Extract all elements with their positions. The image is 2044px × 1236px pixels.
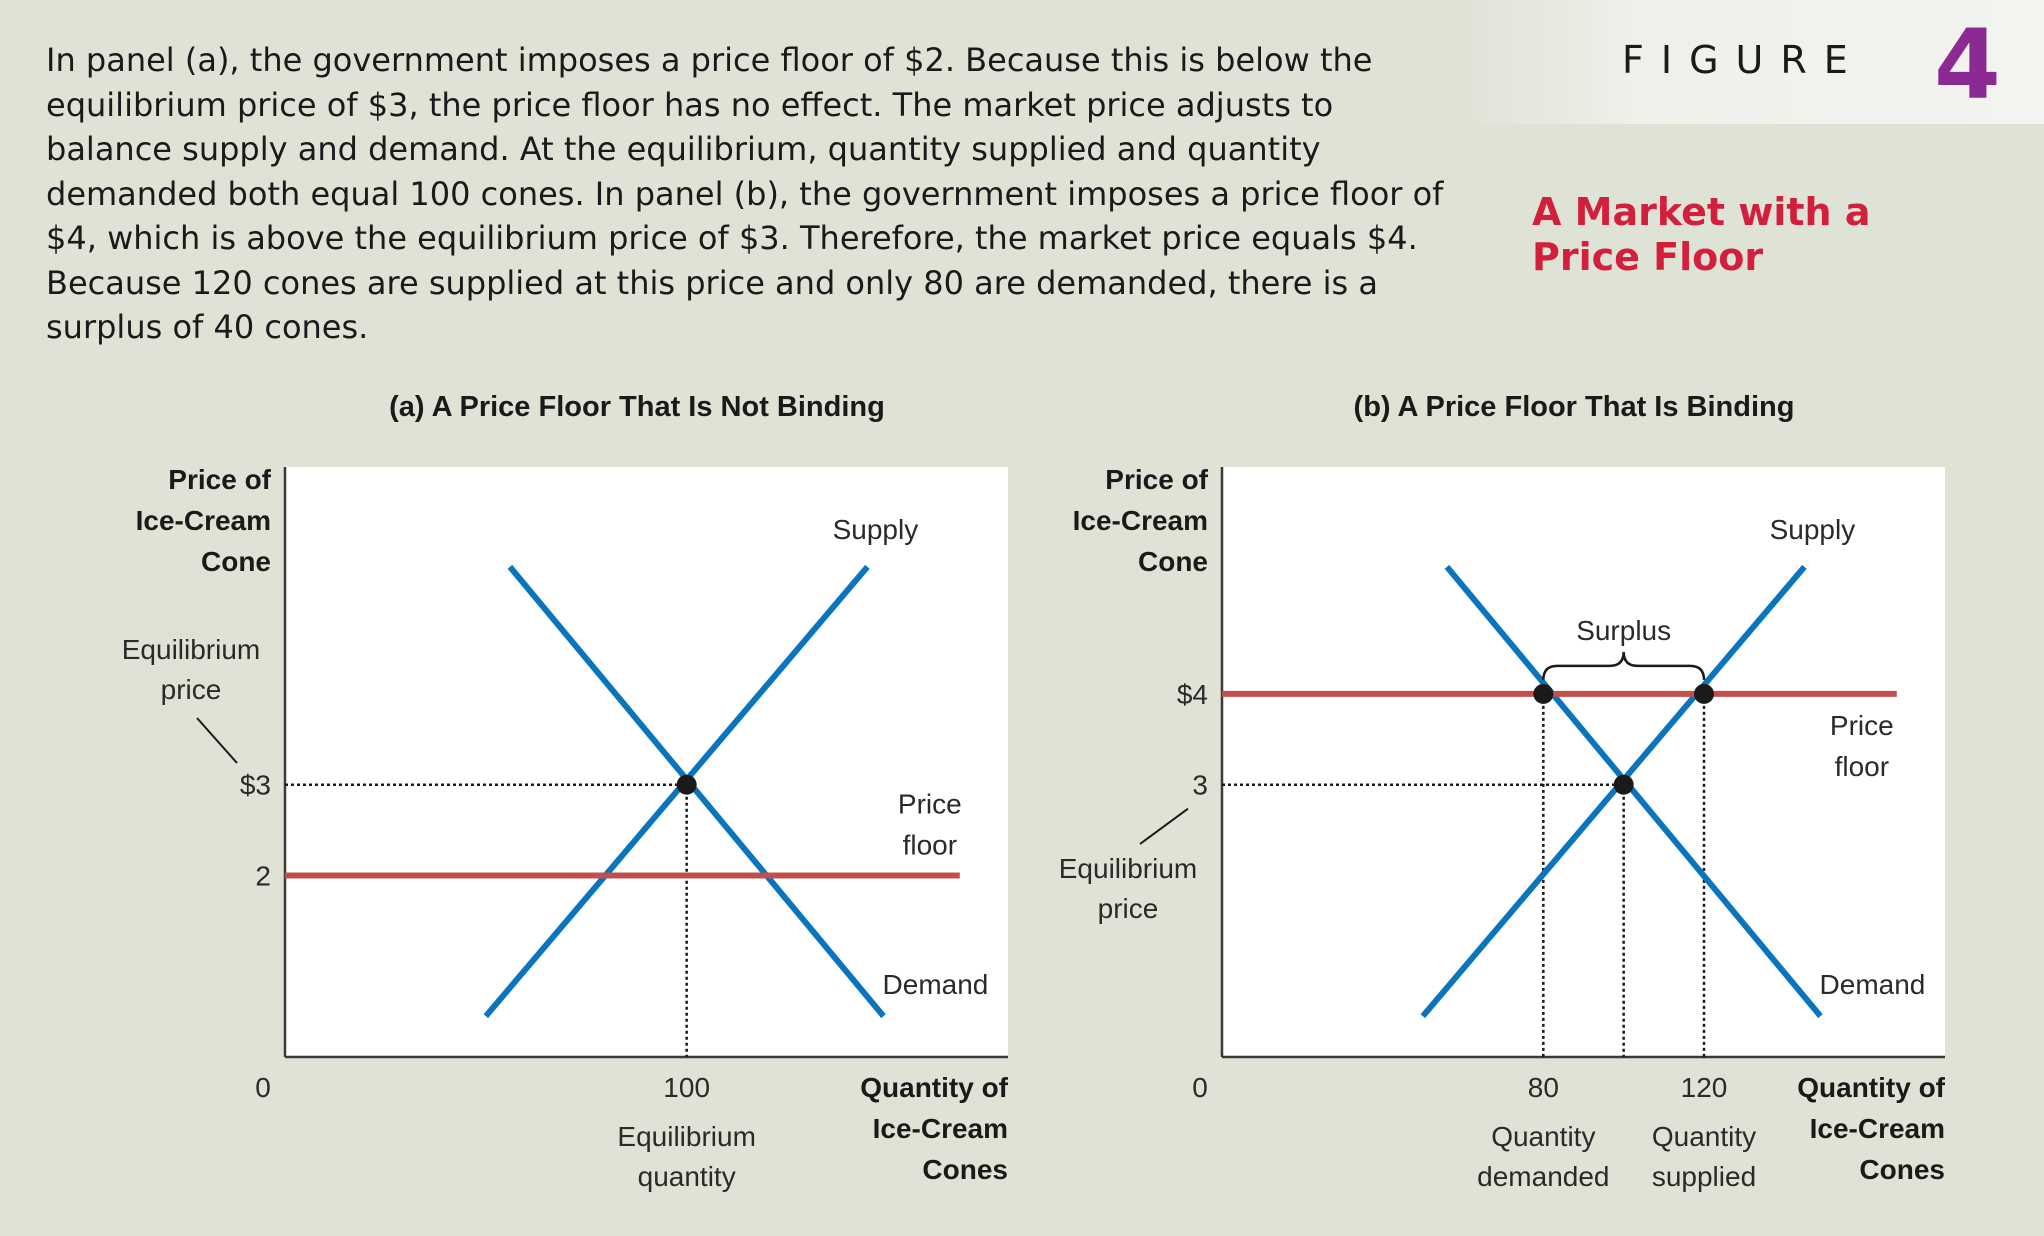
figure-word: FIGURE	[1622, 38, 1865, 82]
panel-a-x-axis-title-line-1: Quantity of	[860, 1072, 1008, 1103]
panel-b-x-axis-title-line-2: Ice-Cream	[1810, 1113, 1945, 1144]
panel-a-y-tick-1: $3	[240, 770, 271, 801]
panel-b-surplus-label: Surplus	[1576, 615, 1671, 646]
panel-a-x-axis-title-line-2: Ice-Cream	[873, 1113, 1008, 1144]
panel-a-y-axis-title-line-3: Cone	[201, 546, 271, 577]
panel-a-y-axis-title-line-2: Ice-Cream	[136, 505, 271, 536]
panel-b-point-2	[1694, 683, 1714, 704]
panel-a-demand-label: Demand	[883, 969, 989, 1000]
panel-a-y-axis-title-line-1: Price of	[168, 464, 271, 495]
figure-number: 4	[1934, 9, 2001, 121]
panel-b-y-axis-title-line-2: Ice-Cream	[1073, 505, 1208, 536]
panel-b-title: (b) A Price Floor That Is Binding	[1354, 391, 1795, 423]
panel-b-point-1	[1533, 683, 1554, 704]
panel-a-eq-price-label-line-1: Equilibrium	[122, 634, 261, 665]
panel-b-x-annotation-2-line-1: Quantity	[1652, 1121, 1756, 1152]
panel-b-floor-label-line-1: Price	[1830, 710, 1894, 741]
panel-a-x-annotation-1-line-1: Equilibrium	[617, 1121, 756, 1152]
panel-a-x-tick-1: 100	[663, 1072, 710, 1103]
panel-a-title: (a) A Price Floor That Is Not Binding	[389, 391, 885, 423]
panel-b-x-tick-2: 120	[1681, 1072, 1728, 1103]
figure-subtitle: A Market with a Price Floor	[1532, 190, 1871, 279]
panel-b-floor-label-line-2: floor	[1835, 751, 1889, 782]
panel-a-eq-price-leader	[196, 717, 238, 764]
panel-b-x-axis-title-line-1: Quantity of	[1797, 1072, 1945, 1103]
panel-a-x-annotation-1-line-2: quantity	[638, 1161, 736, 1192]
panel-a-plot-area	[285, 467, 1008, 1057]
figure-header-band	[1460, 0, 2044, 124]
panel-a-floor-label-line-1: Price	[898, 788, 962, 819]
panel-b-eq-price-leader	[1139, 807, 1189, 845]
panel-b-y-tick-2: 3	[1192, 770, 1208, 801]
panel-b-plot-area	[1222, 467, 1945, 1057]
panel-b-y-tick-1: $4	[1177, 679, 1208, 710]
panel-b-eq-price-label-line-2: price	[1098, 893, 1159, 924]
panel-b-origin-label: 0	[1192, 1072, 1208, 1103]
panel-b-y-axis-title-line-1: Price of	[1105, 464, 1208, 495]
panel-b-demand-line	[1444, 564, 1823, 1019]
panel-a-supply-line	[483, 564, 870, 1019]
panel-b-eq-price-label-line-1: Equilibrium	[1059, 853, 1198, 884]
panel-a-eq-price-label-line-2: price	[161, 674, 222, 705]
panel-a-demand-line	[507, 564, 886, 1019]
panel-b-x-annotation-1-line-1: Quantity	[1491, 1121, 1595, 1152]
panel-b-x-annotation-1-line-2: demanded	[1477, 1161, 1609, 1192]
panel-a-point-1	[676, 774, 697, 795]
panel-a-supply-label: Supply	[833, 514, 919, 545]
panel-b-x-axis-title-line-3: Cones	[1859, 1154, 1945, 1185]
panel-a-y-tick-2: 2	[255, 860, 271, 891]
panel-b-supply-label: Supply	[1770, 514, 1856, 545]
panel-a-origin-label: 0	[255, 1072, 271, 1103]
panel-b-x-tick-1: 80	[1528, 1072, 1559, 1103]
panel-b-y-axis-title-line-3: Cone	[1138, 546, 1208, 577]
panel-b-demand-label: Demand	[1820, 969, 1926, 1000]
figure-caption: In panel (a), the government imposes a p…	[46, 41, 1444, 346]
panel-b-point-3	[1613, 774, 1634, 795]
panel-a-x-axis-title-line-3: Cones	[922, 1154, 1008, 1185]
panel-b-x-annotation-2-line-2: supplied	[1652, 1161, 1756, 1192]
panel-a-floor-label-line-2: floor	[903, 829, 957, 860]
panel-b-supply-line	[1420, 564, 1807, 1019]
